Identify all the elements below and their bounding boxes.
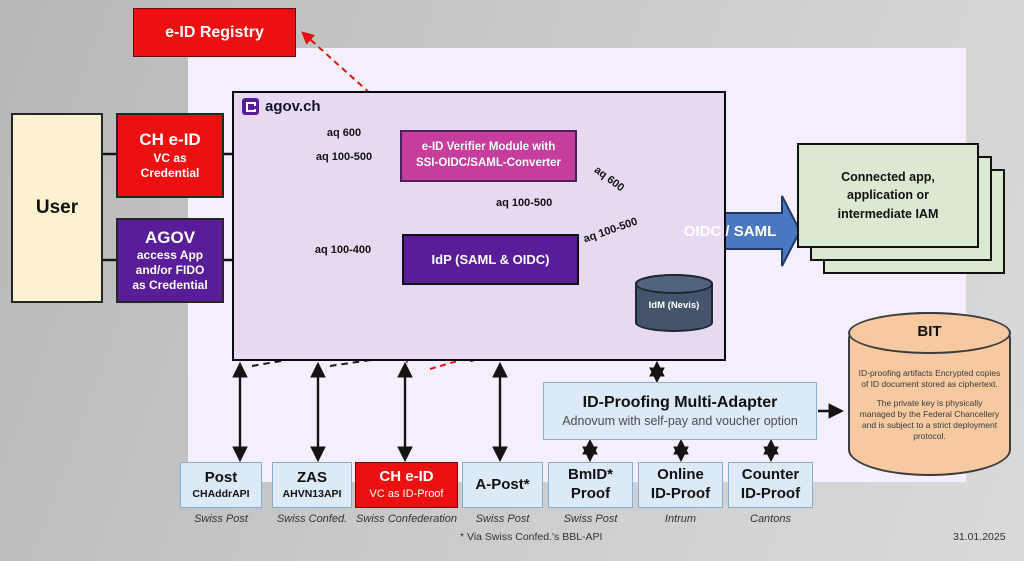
provider-counter-subtitle: ID-Proof (740, 485, 801, 502)
caption-online: Intrum (664, 513, 697, 525)
footnote: * Via Swiss Confed.'s BBL-API (460, 531, 603, 543)
id-proofing-multi-adapter-box: ID-Proofing Multi-Adapter Adnovum with s… (543, 382, 817, 440)
ch-eid-credential-box: CH e-ID VC as Credential (116, 113, 224, 198)
bit-title: BIT (917, 323, 942, 340)
provider-bmid-box: BmID* Proof (548, 462, 633, 508)
eid-registry-box: e-ID Registry (133, 8, 296, 57)
caption-post: Swiss Post (194, 513, 248, 525)
caption-counter: Cantons (750, 513, 791, 525)
verifier-line2: SSI-OIDC/SAML-Converter (415, 157, 562, 169)
provider-bmid-title: BmID* (567, 466, 613, 484)
agov-cred-title: AGOV (144, 227, 196, 247)
bit-cylinder: BIT ID-proofing artifacts Encrypted copi… (848, 312, 1011, 476)
adapter-subtitle: Adnovum with self-pay and voucher option (562, 414, 798, 428)
provider-a-post-title: A-Post* (475, 475, 530, 493)
provider-zas-subtitle: AHVN13API (282, 487, 342, 500)
flow-label-aq600-left: aq 600 (326, 127, 362, 139)
verifier-line1: e-ID Verifier Module with (421, 141, 556, 154)
provider-counter-title: Counter (741, 466, 800, 484)
provider-post-subtitle: CHAddrAPI (192, 487, 250, 500)
caption-bmid: Swiss Post (563, 513, 618, 525)
agov-brand: agov.ch (242, 98, 321, 115)
ch-eid-sub2: Credential (140, 165, 200, 180)
user-box: User (11, 113, 103, 303)
agov-brand-text: agov.ch (265, 98, 321, 115)
provider-zas-box: ZAS AHVN13API (272, 462, 352, 508)
caption-ch-eid: Swiss Confederation (356, 513, 457, 525)
provider-bmid-subtitle: Proof (570, 485, 611, 502)
idm-cylinder: IdM (Nevis) (635, 274, 713, 332)
provider-post-box: Post CHAddrAPI (180, 462, 262, 508)
bit-description: ID-proofing artifacts Encrypted copies o… (858, 368, 1001, 442)
agov-cred-sub3: as Credential (132, 278, 208, 293)
provider-ch-eid-subtitle: VC as ID-Proof (369, 488, 444, 501)
bit-paragraph-1: ID-proofing artifacts Encrypted copies o… (858, 368, 1001, 390)
provider-online-box: Online ID-Proof (638, 462, 723, 508)
provider-ch-eid-box: CH e-ID VC as ID-Proof (355, 462, 458, 508)
provider-counter-box: Counter ID-Proof (728, 462, 813, 508)
adapter-title: ID-Proofing Multi-Adapter (582, 394, 778, 411)
ch-eid-sub1: VC as (153, 150, 187, 165)
user-label: User (35, 197, 79, 218)
date-label: 31.01.2025 (953, 531, 1006, 543)
provider-ch-eid-title: CH e-ID (379, 468, 434, 486)
idp-box: IdP (SAML & OIDC) (402, 234, 579, 285)
agov-logo-icon (242, 98, 259, 115)
provider-online-subtitle: ID-Proof (650, 485, 711, 502)
ch-eid-title: CH e-ID (139, 130, 201, 150)
flow-label-aq100-500-left: aq 100-500 (315, 151, 373, 163)
eid-registry-label: e-ID Registry (165, 23, 264, 41)
bit-paragraph-2: The private key is physically managed by… (859, 398, 1000, 442)
provider-online-title: Online (657, 466, 704, 484)
flow-label-aq100-500-mid: aq 100-500 (496, 197, 553, 209)
agov-cred-sub2: and/or FIDO (135, 263, 205, 278)
connected-app-card-front: Connected app, application or intermedia… (797, 143, 979, 248)
idm-cylinder-top (635, 274, 713, 294)
bit-cylinder-top (848, 312, 1011, 354)
agov-cred-sub1: access App (136, 248, 204, 263)
provider-a-post-box: A-Post* (462, 462, 543, 508)
idm-label: IdM (Nevis) (648, 300, 700, 311)
eid-verifier-module-box: e-ID Verifier Module with SSI-OIDC/SAML-… (400, 130, 577, 182)
flow-label-aq100-400: aq 100-400 (314, 244, 372, 256)
caption-zas: Swiss Confed. (276, 513, 348, 525)
connected-app-label: Connected app, application or intermedia… (837, 170, 939, 221)
caption-a-post: Swiss Post (475, 513, 530, 525)
idp-label: IdP (SAML & OIDC) (431, 252, 550, 267)
provider-post-title: Post (204, 468, 238, 486)
provider-zas-title: ZAS (297, 468, 327, 486)
oidc-saml-banner-label: OIDC / SAML (683, 222, 777, 240)
agov-credential-box: AGOV access App and/or FIDO as Credentia… (116, 218, 224, 303)
